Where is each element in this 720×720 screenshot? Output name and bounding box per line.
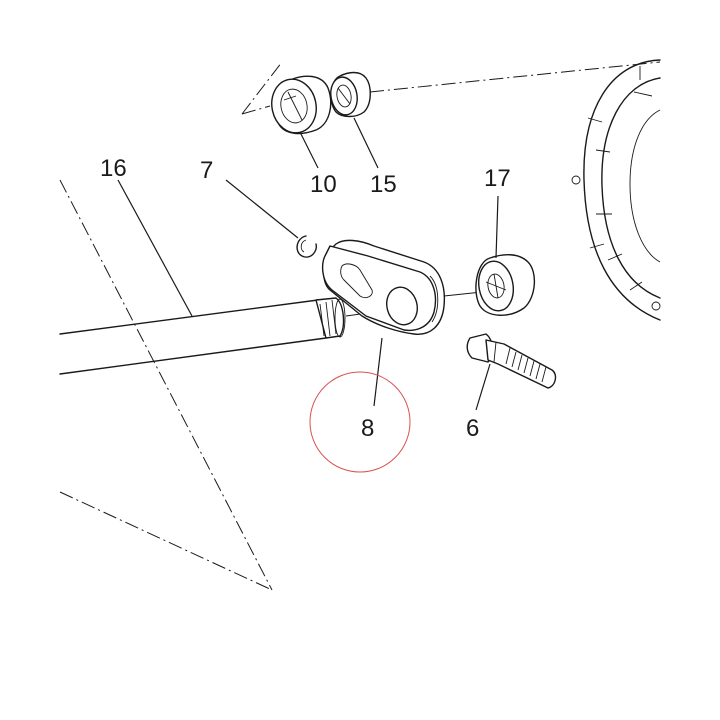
housing-cover bbox=[571, 59, 661, 321]
callout-16: 16 bbox=[100, 155, 127, 182]
callout-labels: 16 7 10 15 17 8 6 bbox=[100, 155, 511, 442]
callout-6: 6 bbox=[466, 415, 479, 442]
callout-8: 8 bbox=[361, 415, 374, 442]
part-8-lever bbox=[321, 239, 446, 335]
callout-17: 17 bbox=[484, 165, 511, 192]
callout-10: 10 bbox=[310, 171, 337, 198]
part-7-circlip bbox=[296, 235, 317, 258]
callout-7: 7 bbox=[200, 157, 213, 184]
part-6-stud-bolt bbox=[466, 333, 557, 389]
part-15-seal bbox=[330, 71, 371, 118]
callout-8-highlight-ring bbox=[309, 371, 411, 473]
leader-lines bbox=[117, 117, 499, 411]
callout-15: 15 bbox=[370, 171, 397, 198]
part-16-shaft bbox=[59, 297, 346, 375]
construction-lines bbox=[59, 61, 661, 591]
part-10-bushing bbox=[271, 75, 332, 135]
part-17-washer bbox=[475, 254, 535, 316]
